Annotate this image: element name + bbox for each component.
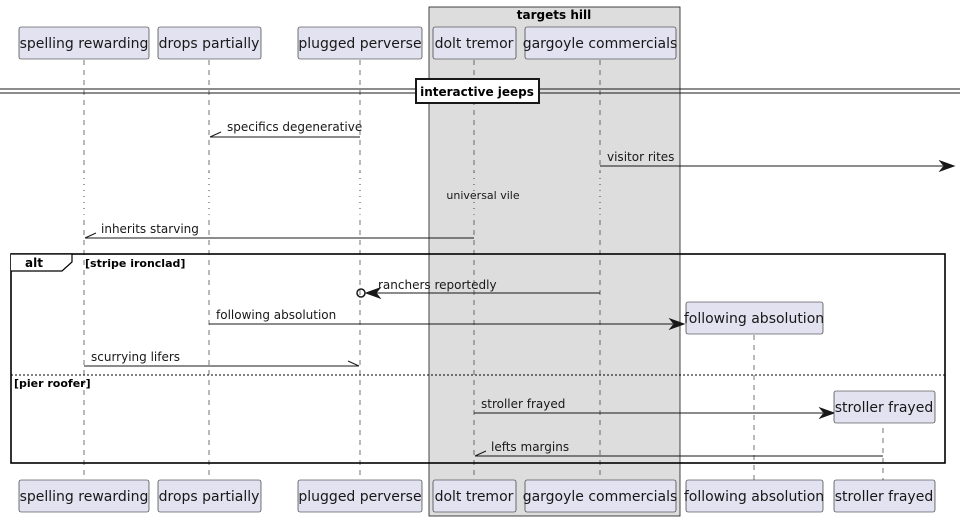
message-lefts-margins: lefts margins — [474, 440, 883, 457]
participant-plugged-perverse-bottom: plugged perverse — [297, 479, 423, 513]
group-title: targets hill — [517, 8, 591, 22]
divider-interactive-jeeps: interactive jeeps — [0, 78, 960, 104]
message-stroller-frayed: stroller frayed — [474, 397, 836, 420]
participant-plugged-perverse-top: plugged perverse — [297, 26, 423, 60]
svg-text:plugged perverse: plugged perverse — [298, 489, 421, 505]
svg-text:dolt tremor: dolt tremor — [435, 489, 514, 505]
alt-guard-1: [stripe ironclad] — [85, 257, 185, 270]
participant-stroller-frayed-created: stroller frayed — [833, 390, 936, 424]
participant-dolt-tremor-bottom: dolt tremor — [432, 479, 517, 513]
svg-text:stroller frayed: stroller frayed — [835, 489, 933, 505]
svg-text:stroller frayed: stroller frayed — [481, 397, 565, 411]
alt-fragment: alt [stripe ironclad] [pier roofer] — [10, 253, 946, 464]
svg-text:spelling rewarding: spelling rewarding — [20, 489, 149, 505]
message-following-absolution: following absolution — [209, 308, 686, 331]
svg-text:stroller frayed: stroller frayed — [835, 400, 933, 416]
participant-gargoyle-commercials-bottom: gargoyle commercials — [523, 479, 678, 513]
svg-text:gargoyle commercials: gargoyle commercials — [523, 36, 678, 52]
participant-drops-partially-bottom: drops partially — [157, 479, 262, 513]
participant-spelling-rewarding-top: spelling rewarding — [18, 26, 150, 60]
participant-following-absolution-bottom: following absolution — [684, 479, 824, 513]
alt-keyword: alt — [25, 256, 43, 270]
delay-label: universal vile — [446, 189, 519, 202]
svg-text:plugged perverse: plugged perverse — [298, 36, 421, 52]
participant-stroller-frayed-bottom: stroller frayed — [833, 479, 936, 513]
message-scurrying-lifers: scurrying lifers — [84, 350, 360, 367]
participant-dolt-tremor-top: dolt tremor — [432, 26, 517, 60]
svg-text:lefts margins: lefts margins — [491, 440, 569, 454]
lifelines — [83, 60, 884, 480]
message-ranchers-reportedly: ranchers reportedly — [356, 278, 600, 300]
divider-label: interactive jeeps — [420, 85, 534, 99]
svg-text:following absolution: following absolution — [216, 308, 336, 322]
svg-text:following absolution: following absolution — [684, 311, 824, 327]
participants-bottom: spelling rewarding drops partially plugg… — [18, 479, 936, 513]
svg-text:ranchers reportedly: ranchers reportedly — [378, 278, 497, 292]
message-inherits-starving: inherits starving — [84, 222, 474, 239]
svg-text:specifics degenerative: specifics degenerative — [227, 120, 362, 134]
svg-text:drops partially: drops partially — [159, 489, 260, 505]
svg-text:following absolution: following absolution — [684, 489, 824, 505]
participant-following-absolution-created: following absolution — [684, 301, 824, 335]
participant-gargoyle-commercials-top: gargoyle commercials — [523, 26, 678, 60]
svg-text:dolt tremor: dolt tremor — [435, 36, 514, 52]
svg-text:spelling rewarding: spelling rewarding — [20, 36, 149, 52]
message-visitor-rites: visitor rites — [600, 150, 956, 173]
participants-top: spelling rewarding drops partially plugg… — [18, 26, 678, 60]
delay-separator: universal vile — [82, 172, 602, 214]
participant-drops-partially-top: drops partially — [157, 26, 262, 60]
svg-text:scurrying lifers: scurrying lifers — [91, 350, 180, 364]
svg-text:gargoyle commercials: gargoyle commercials — [523, 489, 678, 505]
message-specifics-degenerative: specifics degenerative — [209, 120, 362, 138]
svg-text:drops partially: drops partially — [159, 36, 260, 52]
participant-spelling-rewarding-bottom: spelling rewarding — [18, 479, 150, 513]
svg-text:inherits starving: inherits starving — [101, 222, 199, 236]
svg-text:visitor rites: visitor rites — [607, 150, 674, 164]
alt-guard-2: [pier roofer] — [14, 377, 91, 390]
